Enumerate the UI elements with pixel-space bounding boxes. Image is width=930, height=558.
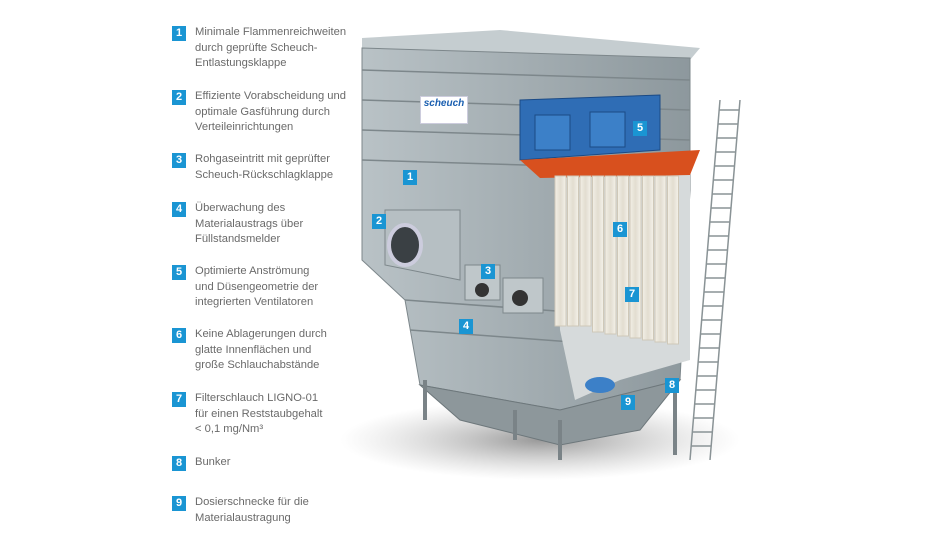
legend-number: 5 <box>172 265 186 280</box>
tube-sheet <box>520 150 700 178</box>
legend-text: Keine Ablagerungen durch glatte Innenfläc… <box>195 327 385 374</box>
filter-bag <box>592 175 604 333</box>
legend-number: 6 <box>172 328 186 343</box>
legend-item: 7 Filterschlauch LIGNO-01 für einen Restst… <box>172 391 385 438</box>
legend-number: 2 <box>172 90 186 105</box>
legend-line: Überwachung des <box>195 202 286 214</box>
legend-item: 5 Optimierte Anströmung und Düsengeometrie… <box>172 264 385 311</box>
marker-4: 4 <box>459 319 473 334</box>
legend-line: und Düsengeometrie der <box>195 280 319 293</box>
legend-line: Bunker <box>195 456 231 468</box>
legend-line: Verteileinrichtungen <box>195 121 294 133</box>
legend-number: 8 <box>172 456 186 471</box>
legend-number: 4 <box>172 202 186 217</box>
legend-number: 1 <box>172 26 186 41</box>
marker-7: 7 <box>625 287 639 302</box>
legend-line: < 0,1 mg/Nm³ <box>195 423 264 435</box>
filter-bag <box>604 175 617 335</box>
hopper <box>418 379 682 446</box>
legend-line: Dosierschnecke für die <box>195 496 309 508</box>
legend-number: 9 <box>172 496 186 511</box>
legend-item: 1 Minimale Flammenreichweiten durch geprüf… <box>172 25 385 72</box>
filter-bag <box>567 175 579 327</box>
legend-text: Bunker <box>195 455 385 471</box>
legend-text: Minimale Flammenreichweiten durch geprüft… <box>195 25 385 72</box>
marker-2: 2 <box>372 214 386 229</box>
legend-text: Filterschlauch LIGNO-01 für einen Reststa… <box>195 391 385 438</box>
legend-line: durch geprüfte Scheuch- <box>195 41 318 54</box>
legend-line: Rohgaseintritt mit geprüfter <box>195 153 330 165</box>
legend-line: Entlastungsklappe <box>195 57 287 69</box>
legend-line: Minimale Flammenreichweiten <box>195 26 347 38</box>
legend-item: 6 Keine Ablagerungen durch glatte Innenflä… <box>172 327 385 374</box>
screw-conveyor <box>585 377 615 393</box>
marker-3: 3 <box>481 264 495 279</box>
marker-1: 1 <box>403 170 417 185</box>
legend-line: Materialaustragung <box>195 511 291 524</box>
legend-text: Optimierte Anströmung und Düsengeometrie … <box>195 264 385 311</box>
legend-line: Effiziente Vorabscheidung und <box>195 90 346 102</box>
legend-line: für einen Reststaubgehalt <box>195 407 323 420</box>
legend-number: 7 <box>172 392 186 407</box>
legend-item: 2 Effiziente Vorabscheidung und optimale G… <box>172 89 385 136</box>
marker-6: 6 <box>613 222 627 237</box>
legend-line: Füllstandsmelder <box>195 233 281 245</box>
marker-5: 5 <box>633 121 647 136</box>
legend-line: Filterschlauch LIGNO-01 <box>195 392 319 404</box>
ladder <box>689 99 741 461</box>
legend-number: 3 <box>172 153 186 168</box>
filter-bag <box>617 175 629 337</box>
scheuch-logo: scheuch <box>420 96 468 124</box>
legend-line: Materialaustrags über <box>195 217 304 230</box>
filter-bag <box>654 175 667 343</box>
filter-bag <box>579 175 592 327</box>
legend-item: 8 Bunker <box>172 455 385 471</box>
legend-line: Optimierte Anströmung <box>195 265 310 277</box>
legend-line: Scheuch-Rückschlagklappe <box>195 168 334 181</box>
filter-bag <box>629 175 642 339</box>
legend-line: glatte Innenflächen und <box>195 343 312 356</box>
legend-line: Keine Ablagerungen durch <box>195 328 327 340</box>
inlet-duct <box>387 223 423 267</box>
legend-line: große Schlauchabstände <box>195 359 320 371</box>
filter-bag <box>667 175 679 345</box>
marker-8: 8 <box>665 378 679 393</box>
legend-text: Effiziente Vorabscheidung und optimale Ga… <box>195 89 385 136</box>
filter-bag <box>642 175 654 341</box>
marker-9: 9 <box>621 395 635 410</box>
filter-bag <box>554 175 567 327</box>
filter-bags <box>554 175 679 345</box>
legend-line: optimale Gasführung durch <box>195 105 330 118</box>
legend-line: integrierten Ventilatoren <box>195 296 314 308</box>
